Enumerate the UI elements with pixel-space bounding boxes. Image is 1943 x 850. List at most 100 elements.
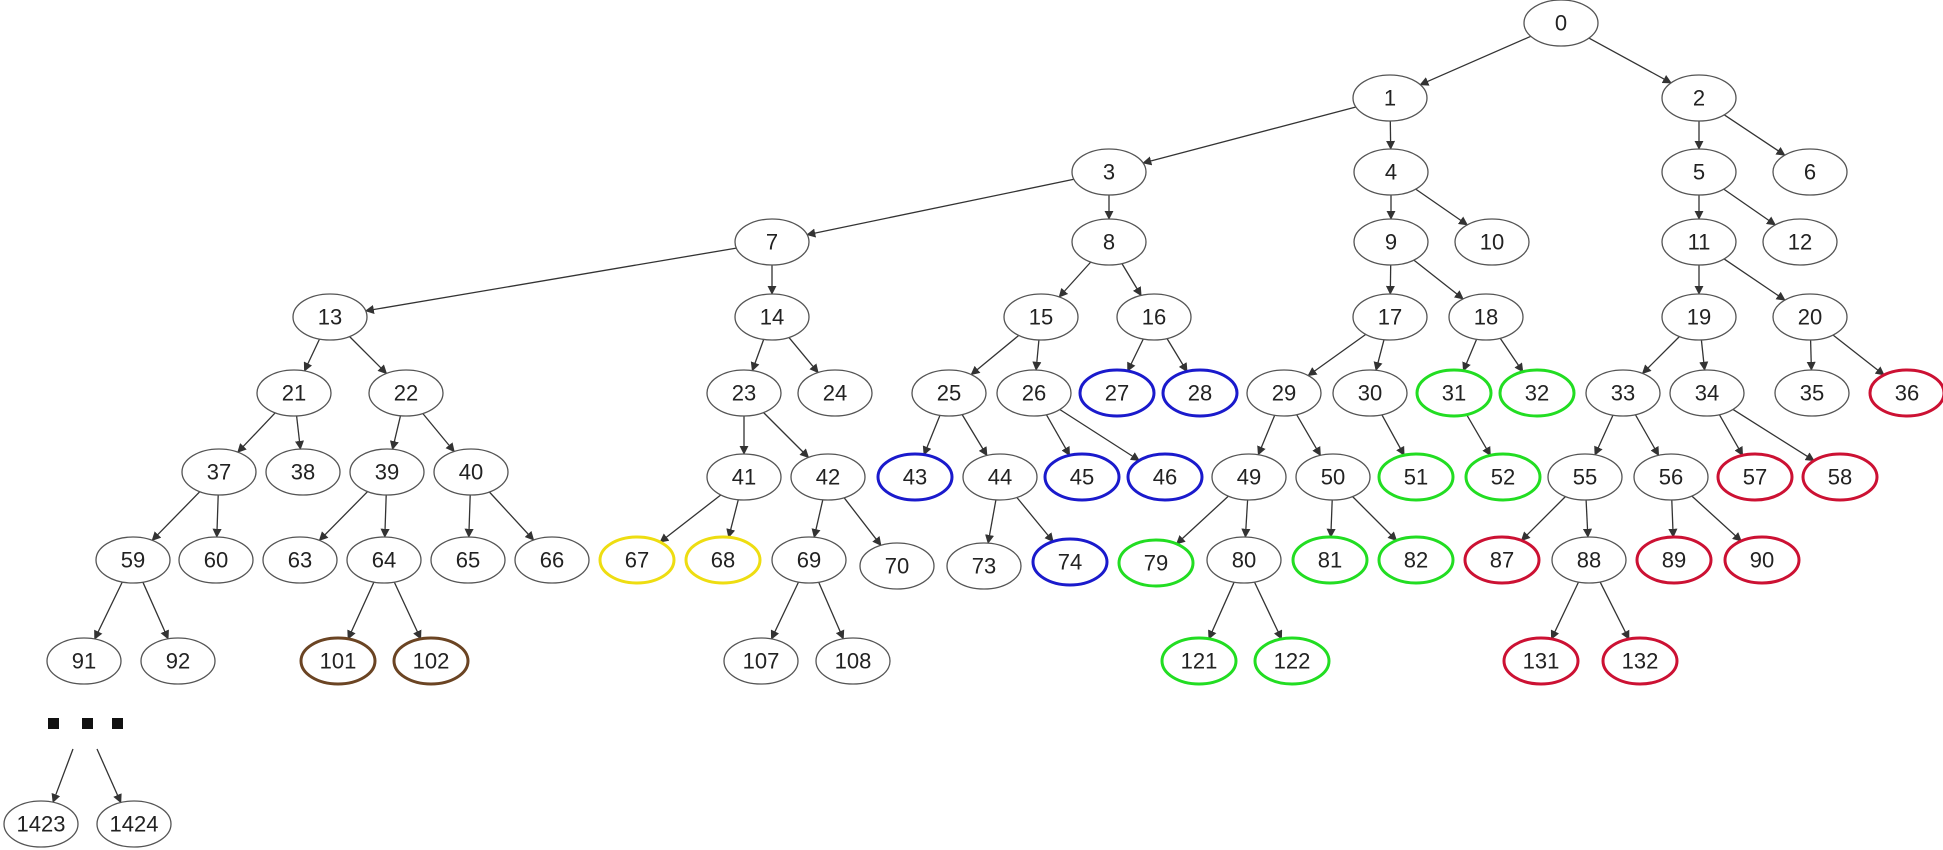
node-ellipse [3, 800, 79, 848]
node-label: 81 [1318, 548, 1342, 573]
tree-node-31: 31 [1415, 368, 1493, 418]
node-label: 66 [540, 548, 564, 573]
node-label: 27 [1105, 381, 1129, 406]
node-label: 16 [1142, 305, 1166, 330]
node-label: 89 [1662, 548, 1686, 573]
edge-8-15 [1058, 261, 1092, 298]
node-ellipse [1723, 535, 1801, 585]
tree-node-5: 5 [1661, 148, 1737, 196]
node-ellipse [392, 636, 470, 686]
edge-13-21 [303, 338, 321, 372]
edge-17-29 [1307, 333, 1367, 377]
node-ellipse [346, 536, 422, 584]
tree-node-4: 4 [1353, 148, 1429, 196]
node-ellipse [1635, 535, 1713, 585]
node-ellipse [1071, 218, 1147, 266]
node-label: 56 [1659, 465, 1683, 490]
node-label: 57 [1743, 465, 1767, 490]
node-ellipse [1669, 369, 1745, 417]
edge-44-73 [985, 499, 997, 544]
node-label: 23 [732, 381, 756, 406]
node-label: 20 [1798, 305, 1822, 330]
node-label: 70 [885, 554, 909, 579]
edge-19-33 [1641, 336, 1680, 375]
tree-node-23: 23 [706, 369, 782, 417]
node-ellipse [299, 636, 377, 686]
edge-19-34 [1699, 339, 1709, 371]
tree-node-33: 33 [1585, 369, 1661, 417]
edges-layer [51, 35, 1885, 804]
tree-node-131: 131 [1502, 636, 1580, 686]
tree-node-58: 58 [1801, 452, 1879, 502]
edge-39-64 [380, 494, 390, 538]
node-label: 5 [1693, 160, 1705, 185]
edge-56-90 [1691, 495, 1742, 542]
node-ellipse [1498, 368, 1576, 418]
edge-0-2 [1588, 37, 1672, 84]
node-label: 7 [766, 230, 778, 255]
node-ellipse [962, 453, 1038, 501]
ellipsis-dot [112, 718, 123, 729]
tree-node-12: 12 [1762, 218, 1838, 266]
ellipsis-dot [82, 718, 93, 729]
tree-node-50: 50 [1295, 453, 1371, 501]
ellipsis-marker [48, 718, 123, 729]
node-ellipse [684, 535, 762, 585]
node-ellipse [178, 536, 254, 584]
tree-node-37: 37 [181, 448, 257, 496]
node-label: 108 [835, 649, 872, 674]
node-ellipse [1523, 0, 1599, 47]
node-ellipse [1206, 536, 1282, 584]
node-ellipse [181, 448, 257, 496]
tree-node-30: 30 [1332, 369, 1408, 417]
edge-44-74 [1016, 497, 1054, 543]
edge-20-35 [1806, 339, 1816, 371]
node-label: 52 [1491, 465, 1515, 490]
node-ellipse [706, 453, 782, 501]
node-ellipse [265, 448, 341, 496]
edge-1-3 [1142, 106, 1357, 166]
edge-22-40 [422, 413, 455, 453]
tree-node-67: 67 [598, 535, 676, 585]
edge-33-56 [1634, 414, 1660, 457]
node-ellipse [734, 293, 810, 341]
edge-34-58 [1732, 408, 1815, 462]
node-ellipse [1003, 293, 1079, 341]
edge-49-80 [1241, 499, 1251, 538]
tree-node-15: 15 [1003, 293, 1079, 341]
tree-node-101: 101 [299, 636, 377, 686]
tree-node-59: 59 [95, 536, 171, 584]
node-ellipse [1661, 148, 1737, 196]
edge-50-82 [1352, 496, 1398, 542]
node-label: 15 [1029, 305, 1053, 330]
node-ellipse [368, 369, 444, 417]
tree-node-8: 8 [1071, 218, 1147, 266]
node-label: 30 [1358, 381, 1382, 406]
node-ellipse [292, 293, 368, 341]
node-ellipse [1774, 369, 1850, 417]
edge-64-102 [393, 581, 422, 640]
node-label: 91 [72, 649, 96, 674]
tree-node-3: 3 [1071, 148, 1147, 196]
node-label: 58 [1828, 465, 1852, 490]
node-ellipse [1585, 369, 1661, 417]
node-ellipse [1353, 218, 1429, 266]
tree-node-9: 9 [1353, 218, 1429, 266]
node-label: 3 [1103, 160, 1115, 185]
tree-node-92: 92 [140, 637, 216, 685]
tree-node-108: 108 [815, 637, 891, 685]
node-ellipse [1078, 368, 1156, 418]
tree-node-65: 65 [430, 536, 506, 584]
edge-0-1 [1419, 35, 1532, 86]
node-label: 40 [459, 460, 483, 485]
tree-node-11: 11 [1661, 218, 1737, 266]
tree-node-10: 10 [1454, 218, 1530, 266]
node-ellipse [706, 369, 782, 417]
node-ellipse [1071, 148, 1147, 196]
node-label: 4 [1385, 160, 1397, 185]
node-ellipse [96, 800, 172, 848]
node-ellipse [140, 637, 216, 685]
tree-node-2: 2 [1661, 74, 1737, 122]
edge-29-49 [1257, 415, 1276, 456]
tree-node-56: 56 [1633, 453, 1709, 501]
